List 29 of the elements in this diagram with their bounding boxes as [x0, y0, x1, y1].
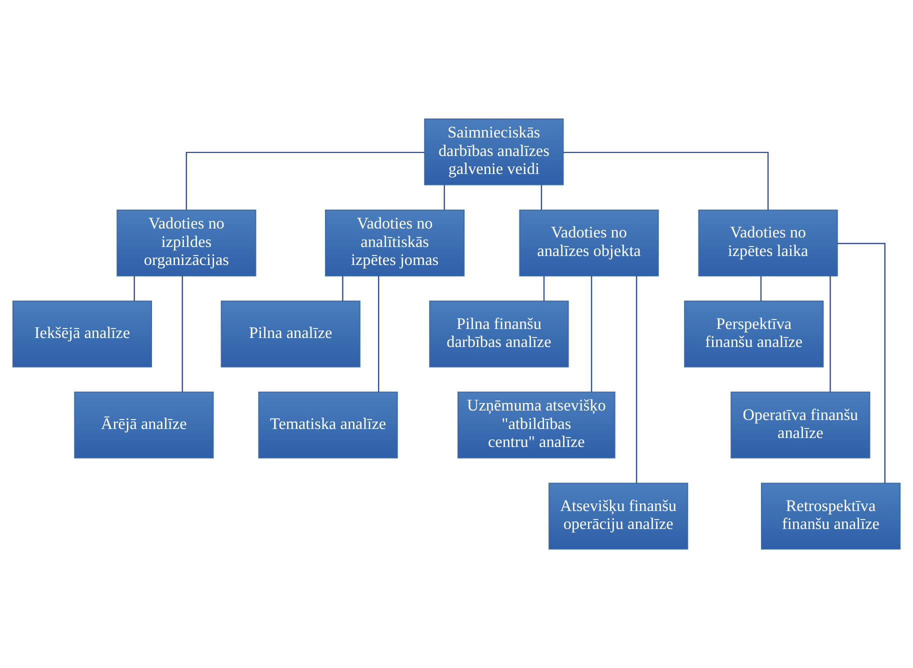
node-box: Iekšējā analīze	[12, 300, 152, 368]
node-box: Atsevišķu finanšu operāciju analīze	[548, 482, 688, 550]
node-box: Retrospektīva finanšu analīze	[760, 482, 901, 550]
connector	[378, 276, 380, 392]
connector	[134, 276, 135, 302]
node-box: Operatīva finanšu analīze	[730, 392, 870, 458]
node-box: Tematiska analīze	[258, 392, 398, 458]
connector	[636, 276, 638, 484]
connector	[444, 185, 445, 210]
node-box: Vadoties no izpētes laika	[698, 210, 838, 276]
node-box: Vadoties no analītiskās izpētes jomas	[325, 210, 465, 276]
connector	[760, 276, 762, 302]
node-box: Pilna analīze	[220, 300, 360, 368]
connector	[182, 276, 183, 392]
node-box: Vadoties no analīzes objekta	[519, 210, 659, 276]
connector	[186, 152, 425, 210]
node-box: Uzņēmuma atsevišķo "atbildības centru" analīze	[458, 392, 616, 458]
node-box: Pilna finanšu darbības analīze	[429, 300, 569, 368]
connector	[563, 152, 769, 210]
node-box: Saimnieciskās darbības analīzes galvenie veidi	[424, 118, 564, 186]
connector	[540, 185, 542, 210]
node-box: Ārējā analīze	[74, 392, 214, 458]
connector	[590, 276, 592, 392]
connector	[342, 276, 344, 302]
node-box: Vadoties no izpildes organizācijas	[116, 210, 256, 276]
connector	[837, 242, 886, 484]
node-box: Perspektīva finanšu analīze	[684, 300, 824, 368]
connector	[830, 276, 831, 392]
connector	[543, 276, 545, 302]
